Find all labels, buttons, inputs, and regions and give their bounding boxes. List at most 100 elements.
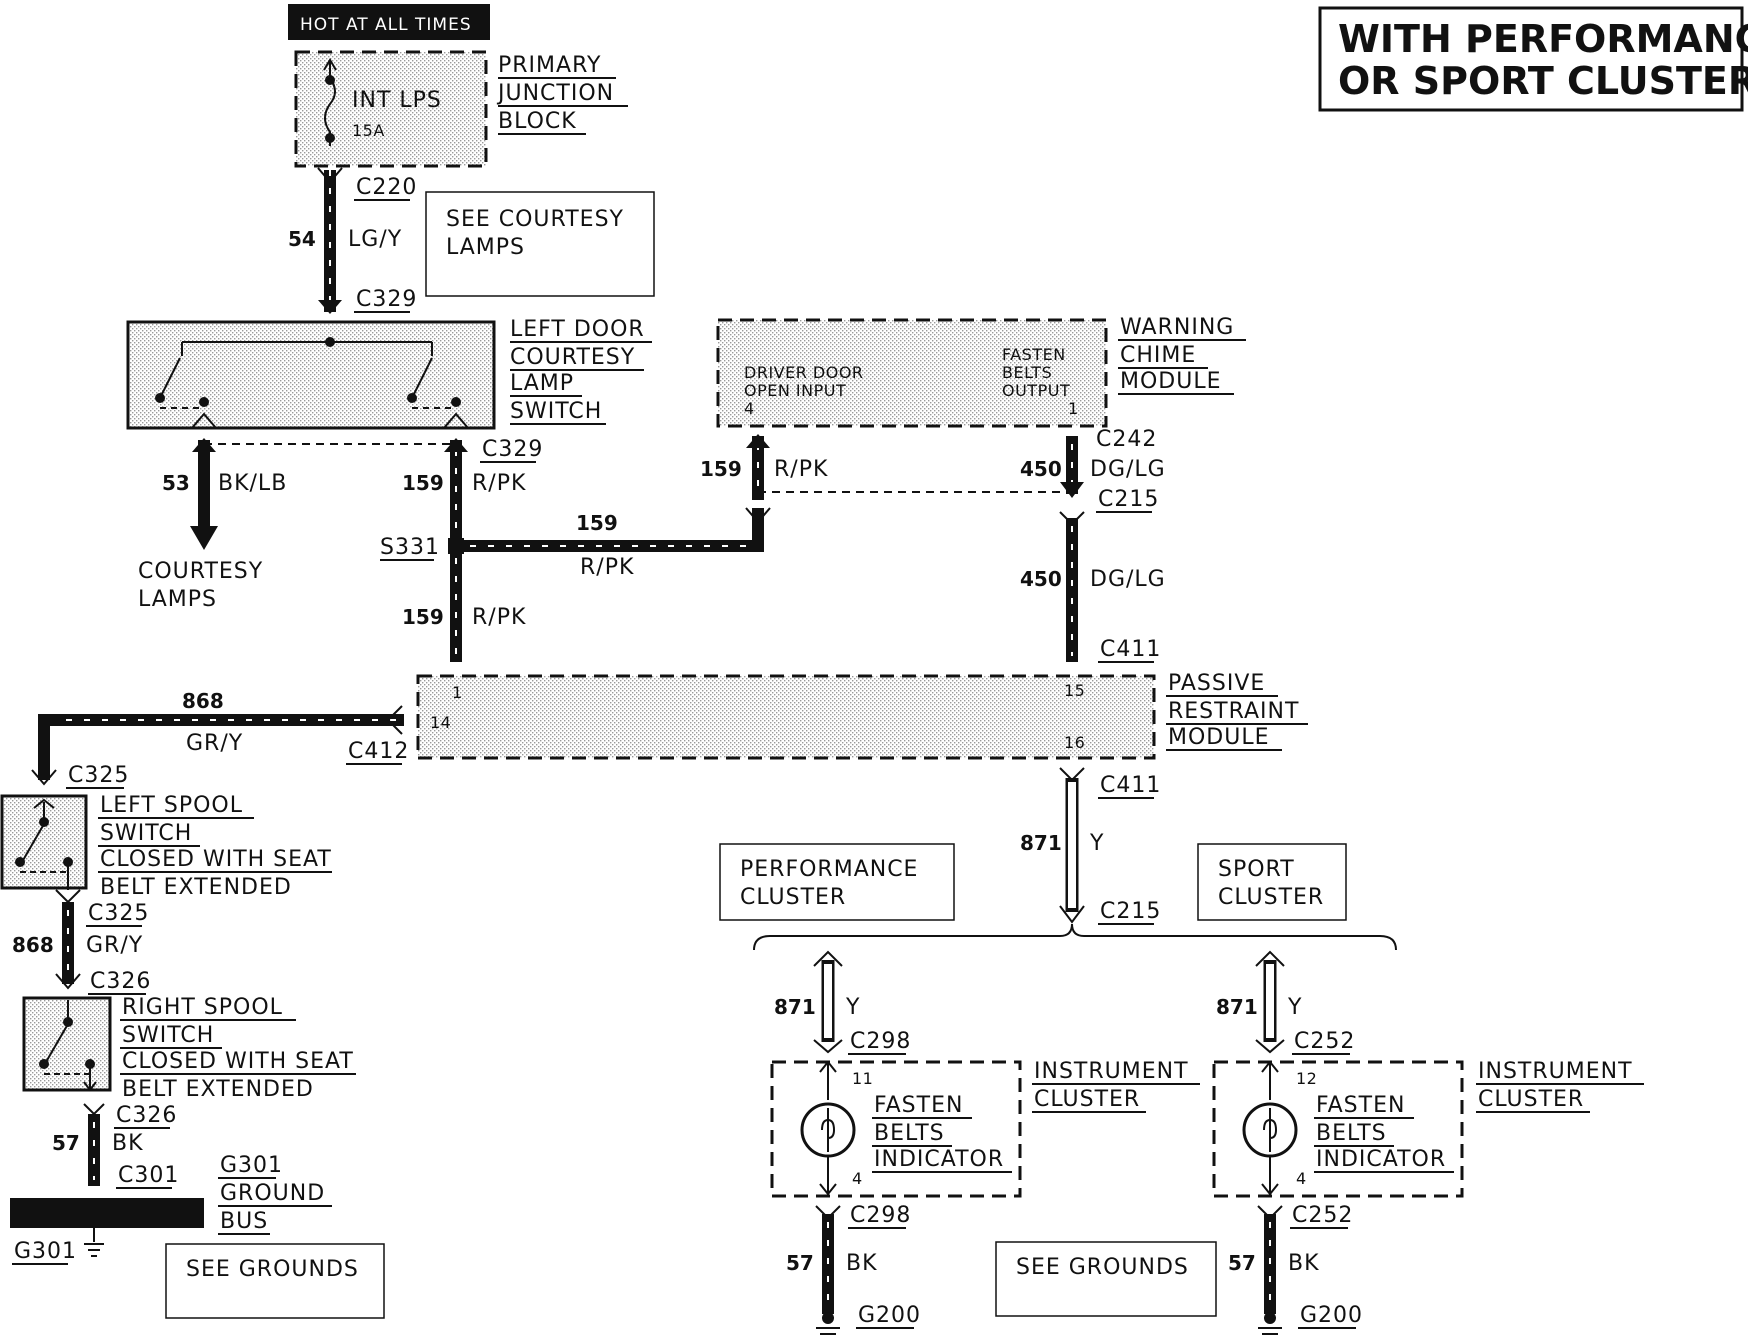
w53-color: BK/LB (218, 471, 287, 496)
prm-pin-1: 1 (452, 683, 463, 702)
wire-54: C220 54 LG/Y C329 (288, 167, 417, 314)
title-line-2: OR SPORT CLUSTER (1338, 59, 1748, 103)
c329-lower-label: C329 (482, 437, 543, 462)
sport-cluster-2: CLUSTER (1218, 885, 1324, 910)
wcm-label-2: CHIME (1120, 343, 1196, 368)
see-courtesy-lamps-box: SEE COURTESY LAMPS (425, 191, 655, 297)
wire-871-trunk: C411 871 Y C215 (753, 767, 1397, 951)
w159d-num: 159 (700, 457, 742, 481)
fasten-belts-label-3: OUTPUT (1002, 381, 1070, 400)
w450a-color: DG/LG (1090, 457, 1166, 482)
rss-label-2: SWITCH (122, 1023, 214, 1048)
ground-icon (84, 1243, 104, 1257)
perf-branch: 871 Y C298 11 4 FASTEN BELTS INDICATOR I… (770, 950, 1200, 1335)
courtesy-lamps-2: LAMPS (138, 587, 217, 612)
w868b-num: 868 (12, 933, 54, 957)
w868b-color: GR/Y (86, 933, 143, 958)
see-grounds-box-left: SEE GROUNDS (165, 1243, 385, 1319)
w53-num: 53 (162, 471, 190, 495)
ic-right-1: INSTRUMENT (1478, 1059, 1633, 1084)
wire-159-horizontal: 159 R/PK (456, 507, 771, 580)
fbi-right-1: FASTEN (1316, 1093, 1405, 1118)
ground-icon (1258, 1312, 1282, 1335)
rss-label-4: BELT EXTENDED (122, 1077, 314, 1102)
perf-cluster-2: CLUSTER (740, 885, 846, 910)
ldcls-label-3: LAMP (510, 371, 574, 396)
lss-label-4: BELT EXTENDED (100, 875, 292, 900)
w57a-num: 57 (52, 1131, 80, 1155)
see-grounds-center: SEE GROUNDS (1016, 1255, 1189, 1280)
driver-pin: 4 (744, 399, 755, 418)
ic-right-2: CLUSTER (1478, 1087, 1584, 1112)
w871a-num: 871 (1020, 831, 1062, 855)
prm-pin-14: 14 (430, 713, 451, 732)
c412-label: C412 (348, 739, 409, 764)
c411-lower-label: C411 (1100, 773, 1161, 798)
c326-lower-label: C326 (116, 1103, 177, 1128)
s331-label: S331 (380, 535, 440, 560)
c215-upper-label: C215 (1098, 487, 1159, 512)
prm-label-1: PASSIVE (1168, 671, 1265, 696)
g301-label: G301 (14, 1239, 77, 1264)
c252-upper-label: C252 (1294, 1029, 1355, 1054)
rss-label-3: CLOSED WITH SEAT (122, 1049, 354, 1074)
pin-4-left: 4 (852, 1169, 863, 1188)
w868a-color: GR/Y (186, 731, 243, 756)
hot-at-all-times-banner: HOT AT ALL TIMES (288, 4, 490, 40)
prm-pin-15: 15 (1064, 681, 1085, 700)
w450a-num: 450 (1020, 457, 1062, 481)
warning-chime-module: DRIVER DOOR OPEN INPUT 4 FASTEN BELTS OU… (716, 315, 1246, 428)
fbi-right-2: BELTS (1316, 1121, 1387, 1146)
w871c-num: 871 (1216, 995, 1258, 1019)
ground-bus-label-2: GROUND (220, 1181, 325, 1206)
fuse-rating: 15A (352, 121, 385, 140)
g200-left-label: G200 (858, 1303, 921, 1328)
pjb-label-2: JUNCTION (496, 81, 614, 106)
pin-11: 11 (852, 1069, 873, 1088)
c329-top-label: C329 (356, 287, 417, 312)
w159c-num: 159 (576, 511, 618, 535)
chime-wires: 159 R/PK C242 450 DG/LG C215 450 DG/LG C… (700, 427, 1166, 663)
ldcls-label-2: COURTESY (510, 345, 635, 370)
rss-label-1: RIGHT SPOOL (122, 995, 283, 1020)
w450b-num: 450 (1020, 567, 1062, 591)
wire-868: 868 GR/Y C412 C325 (31, 689, 409, 789)
sport-cluster-box: SPORT CLUSTER (1197, 843, 1347, 921)
primary-junction-block: INT LPS 15A PRIMARY JUNCTION BLOCK (294, 50, 628, 168)
w57a-color: BK (112, 1131, 144, 1156)
driver-door-label-2: OPEN INPUT (744, 381, 846, 400)
sport-branch: 871 Y C252 12 4 FASTEN BELTS INDICATOR I… (1212, 950, 1644, 1335)
wire-159-left: C329 159 R/PK S331 159 R/PK (380, 437, 543, 662)
w450b-color: DG/LG (1090, 567, 1166, 592)
w868a-num: 868 (182, 689, 224, 713)
fasten-belts-bulb-icon (1242, 1102, 1298, 1158)
c298-upper-label: C298 (850, 1029, 911, 1054)
fasten-belts-bulb-icon (800, 1102, 856, 1158)
driver-door-label-1: DRIVER DOOR (744, 363, 864, 382)
wire-57-ground: C326 57 BK C301 G301 G301 GROUND BUS (10, 1103, 332, 1265)
fbi-right-3: INDICATOR (1316, 1147, 1446, 1172)
pjb-label-1: PRIMARY (498, 53, 601, 78)
left-door-courtesy-lamp-switch: LEFT DOOR COURTESY LAMP SWITCH (126, 317, 652, 430)
c411-upper-label: C411 (1100, 637, 1161, 662)
see-courtesy-1: SEE COURTESY (446, 207, 624, 232)
wire-868-lower: C325 868 GR/Y C326 (12, 889, 150, 995)
fasten-belts-label-2: BELTS (1002, 363, 1052, 382)
prm-label-2: RESTRAINT (1168, 699, 1299, 724)
w54-num: 54 (288, 227, 316, 251)
see-grounds-left: SEE GROUNDS (186, 1257, 359, 1282)
w54-color: LG/Y (348, 227, 402, 252)
lss-label-3: CLOSED WITH SEAT (100, 847, 332, 872)
pin-4-right: 4 (1296, 1169, 1307, 1188)
w159b-color: R/PK (472, 605, 526, 630)
w57c-num: 57 (1228, 1251, 1256, 1275)
performance-cluster-box: PERFORMANCE CLUSTER (719, 843, 955, 921)
c215-lower-label: C215 (1100, 899, 1161, 924)
right-spool-switch: RIGHT SPOOL SWITCH CLOSED WITH SEAT BELT… (22, 995, 356, 1102)
sport-cluster-1: SPORT (1218, 857, 1295, 882)
w159a-color: R/PK (472, 471, 526, 496)
prm-label-3: MODULE (1168, 725, 1270, 750)
courtesy-lamps-1: COURTESY (138, 559, 263, 584)
g200-right-label: G200 (1300, 1303, 1363, 1328)
